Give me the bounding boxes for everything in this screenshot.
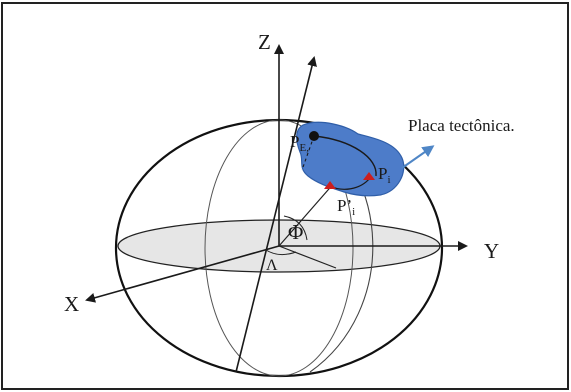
point-i-prime-label-base: P’: [337, 196, 352, 215]
point-i-prime-marker: [324, 181, 336, 189]
point-i-label-base: P: [378, 164, 387, 183]
x-axis-label: X: [64, 292, 79, 316]
y-axis-label: Y: [484, 239, 499, 263]
euler-pole-label-base: P: [290, 132, 299, 151]
latitude-angle-arc: [283, 215, 308, 241]
x-axis: [85, 245, 280, 303]
longitude-angle-arc: [265, 249, 297, 256]
rotation-axis: [235, 56, 317, 373]
euler-pole-marker: [309, 131, 319, 141]
plate-annotation-label: Placa tectônica.: [408, 116, 515, 135]
pole-radial-dashed: [301, 135, 315, 171]
plate-great-circle-arc: [313, 135, 377, 177]
plate-callout-arrow: [401, 145, 435, 169]
euler-pole-label: PE,: [290, 132, 309, 154]
point-i-label: Pi: [378, 164, 391, 186]
longitude-line: [278, 245, 337, 269]
latitude-angle-label: Φ: [288, 220, 303, 244]
point-i-label-sub: i: [387, 174, 390, 186]
euler-pole-label-sub: E,: [299, 142, 309, 154]
point-i-prime-label-sub: i: [352, 206, 355, 218]
longitude-angle-label: Λ: [266, 257, 278, 274]
point-i-marker: [363, 172, 375, 180]
tectonic-plate: [296, 121, 405, 197]
point-i-prime-label: P’i: [337, 196, 355, 218]
z-axis-label: Z: [258, 30, 271, 54]
